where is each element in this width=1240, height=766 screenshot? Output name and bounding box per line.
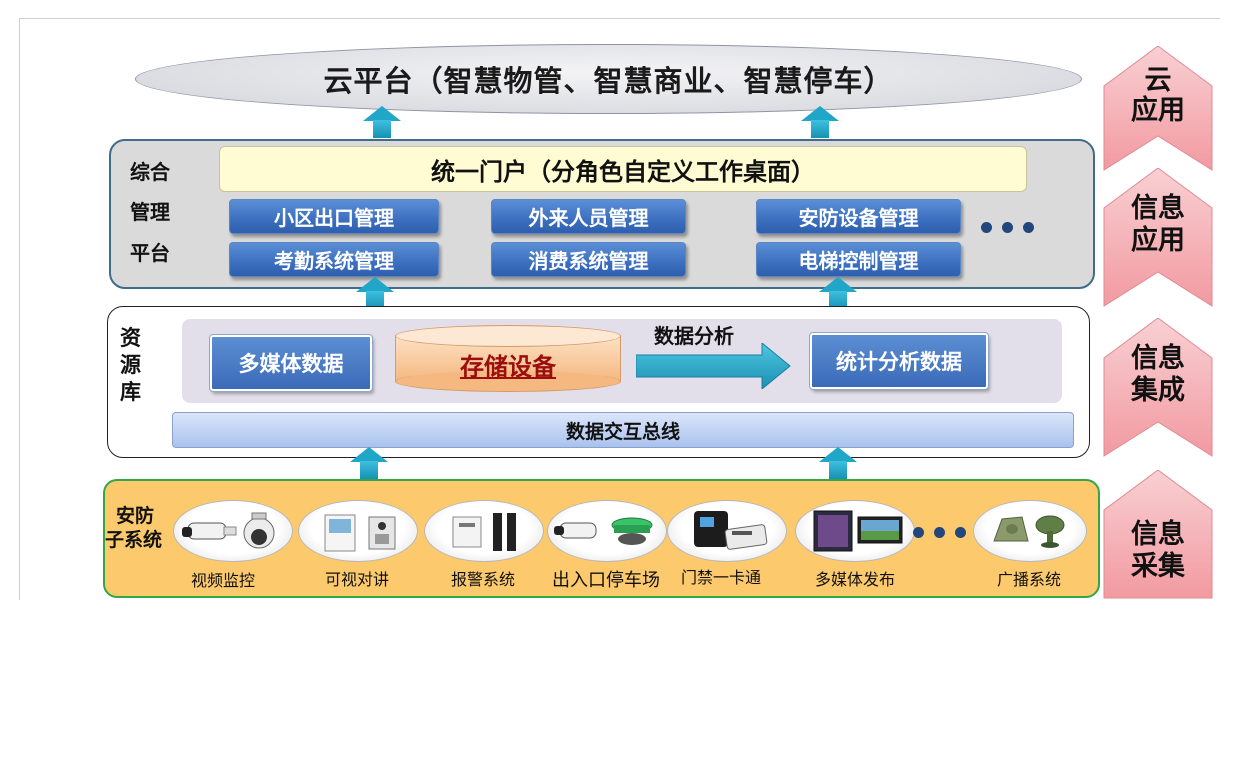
ellipsis-dot-icon: [1023, 222, 1034, 233]
management-label-3: 平台: [130, 241, 170, 265]
device-broadcast: [973, 500, 1087, 562]
display-icon: [813, 510, 903, 552]
up-arrow-icon: [819, 277, 857, 309]
device-label: 报警系统: [451, 570, 516, 589]
access-card-icon: [694, 511, 768, 550]
chevron-up-icon: [1103, 46, 1213, 171]
layer-line1: 云: [1144, 65, 1172, 96]
statistics-data-label: 统计分析数据: [836, 350, 962, 374]
device-video-intercom: [298, 500, 418, 562]
layer-line2: 应用: [1131, 95, 1185, 126]
chevron-up-icon: [1103, 168, 1213, 307]
device-parking: [547, 500, 667, 562]
up-arrow-icon: [801, 106, 839, 138]
layer-line2: 集成: [1131, 375, 1185, 406]
module-elevator: 电梯控制管理: [756, 242, 961, 277]
module-consumption: 消费系统管理: [491, 242, 686, 277]
device-access-card: [667, 500, 787, 562]
ellipsis-dot-icon: [913, 527, 924, 538]
module-attendance: 考勤系统管理: [229, 242, 439, 277]
layer-line1: 信息: [1131, 519, 1185, 550]
resource-label-2: 源: [120, 353, 141, 377]
device-multimedia: [795, 500, 915, 562]
management-label-1: 综合: [130, 160, 170, 184]
layer-chevron-cloud-app: 云 应用: [1102, 46, 1214, 171]
frame-left-line: [19, 18, 20, 600]
subsystem-label-1: 安防: [116, 505, 155, 527]
alarm-icon: [452, 513, 516, 551]
layer-chevron-info-app: 信息 应用: [1102, 168, 1214, 307]
module-visitor: 外来人员管理: [491, 199, 686, 234]
device-label: 门禁一卡通: [681, 568, 762, 587]
speaker-icon: [993, 515, 1065, 548]
management-label-2: 管理: [130, 200, 170, 224]
camera-icon: [182, 512, 275, 549]
chevron-up-icon: [1103, 470, 1213, 599]
subsystem-label-2: 子系统: [105, 529, 163, 551]
device-label: 出入口停车场: [552, 570, 660, 591]
multimedia-data-box: 多媒体数据: [209, 334, 373, 392]
storage-device-cylinder: 存储设备: [395, 325, 621, 392]
module-label: 小区出口管理: [274, 206, 394, 230]
frame-top-line: [20, 18, 1220, 19]
data-exchange-bus: 数据交互总线: [172, 412, 1074, 448]
resource-label-3: 库: [120, 380, 141, 404]
layer-chevron-info-integration: 信息 集成: [1102, 318, 1214, 457]
module-label: 电梯控制管理: [798, 249, 919, 273]
storage-device-label: 存储设备: [460, 353, 556, 381]
multimedia-data-label: 多媒体数据: [238, 352, 344, 376]
device-label: 可视对讲: [325, 570, 390, 589]
ellipsis-dot-icon: [955, 527, 966, 538]
module-label: 外来人员管理: [528, 206, 649, 230]
module-label: 安防设备管理: [798, 206, 919, 230]
cloud-platform: 云平台（智慧物管、智慧商业、智慧停车）: [135, 44, 1082, 114]
ellipsis-dot-icon: [981, 222, 992, 233]
data-exchange-bus-label: 数据交互总线: [565, 420, 680, 443]
statistics-data-box: 统计分析数据: [809, 332, 989, 390]
unified-portal-label: 统一门户（分角色自定义工作桌面）: [431, 157, 815, 186]
chevron-up-icon: [1103, 318, 1213, 457]
layer-line1: 信息: [1131, 343, 1185, 374]
layer-line2: 应用: [1131, 225, 1185, 256]
unified-portal: 统一门户（分角色自定义工作桌面）: [219, 146, 1027, 192]
ellipsis-dot-icon: [1002, 222, 1013, 233]
module-security-device: 安防设备管理: [756, 199, 961, 234]
module-label: 消费系统管理: [528, 249, 649, 273]
device-video-surveillance: [173, 500, 293, 562]
up-arrow-icon: [350, 447, 388, 479]
resource-label-1: 资: [120, 326, 141, 350]
device-label: 广播系统: [997, 570, 1062, 589]
device-label: 多媒体发布: [815, 570, 896, 589]
module-community-exit: 小区出口管理: [229, 199, 439, 234]
intercom-icon: [324, 514, 396, 552]
layer-chevron-info-collection: 信息 采集: [1102, 470, 1214, 599]
device-label: 视频监控: [191, 571, 256, 590]
up-arrow-icon: [819, 447, 857, 479]
data-analysis-label: 数据分析: [654, 324, 734, 348]
module-label: 考勤系统管理: [274, 249, 394, 273]
layer-line1: 信息: [1131, 193, 1185, 224]
up-arrow-icon: [356, 277, 394, 309]
ellipsis-dot-icon: [934, 527, 945, 538]
parking-icon: [554, 517, 653, 545]
device-alarm: [424, 500, 544, 562]
layer-line2: 采集: [1131, 551, 1185, 582]
up-arrow-icon: [363, 106, 401, 138]
right-arrow-icon: [636, 343, 791, 389]
cloud-platform-title: 云平台（智慧物管、智慧商业、智慧停车）: [323, 64, 894, 98]
